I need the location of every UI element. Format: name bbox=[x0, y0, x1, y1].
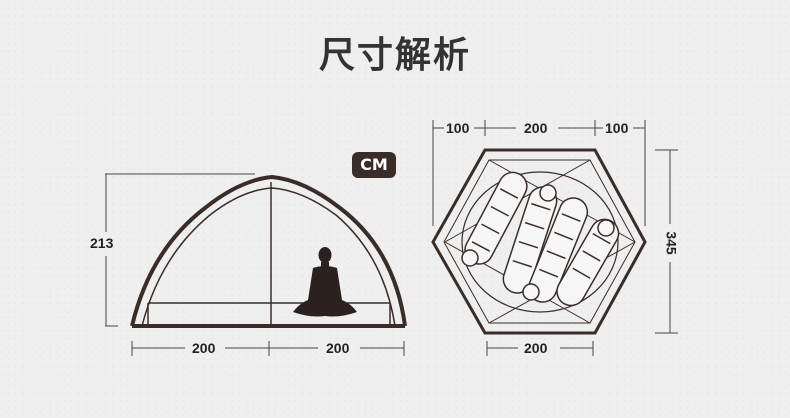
side-width-right-label: 200 bbox=[326, 340, 350, 356]
tent-side-view bbox=[105, 173, 407, 356]
top-right-label: 100 bbox=[605, 120, 629, 136]
side-width-left-label: 200 bbox=[192, 340, 216, 356]
side-length-label: 345 bbox=[663, 231, 680, 255]
page-title: 尺寸解析 bbox=[318, 35, 471, 76]
tent-top-view bbox=[431, 120, 678, 356]
person-silhouette bbox=[293, 247, 357, 317]
bottom-width-label: 200 bbox=[524, 340, 548, 356]
sleeping-bags bbox=[461, 171, 620, 307]
side-height-label: 213 bbox=[90, 235, 114, 251]
top-middle-label: 200 bbox=[524, 120, 548, 136]
top-left-label: 100 bbox=[446, 120, 470, 136]
unit-badge: CM bbox=[352, 152, 396, 178]
